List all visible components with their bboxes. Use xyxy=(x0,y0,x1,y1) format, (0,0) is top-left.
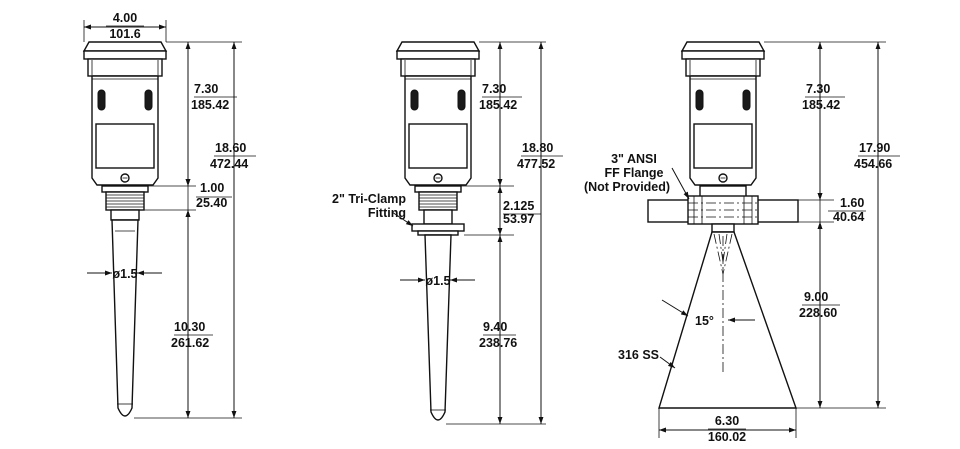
process-nut xyxy=(101,185,149,193)
tri-clamp-label-line2: Fitting xyxy=(368,206,406,220)
flange-bolts xyxy=(687,195,759,225)
housing-cap xyxy=(680,41,766,52)
head-height-mm: 185.42 xyxy=(479,98,517,112)
housing-cap-band xyxy=(83,50,167,60)
flange-height-mm: 40.64 xyxy=(833,210,864,224)
total-height-in: 18.80 xyxy=(522,141,553,155)
horn-antenna xyxy=(658,231,797,409)
total-height-in: 18.60 xyxy=(215,141,246,155)
label-window xyxy=(408,123,468,169)
rod-length-in: 9.40 xyxy=(483,320,507,334)
thread-lines xyxy=(419,194,457,208)
flange-label-line1: 3" ANSI xyxy=(611,152,657,166)
housing-collar xyxy=(87,58,163,77)
label-window xyxy=(693,123,753,169)
view-threaded: 4.00 101.6 7.30 185.42 1.00 25.40 10.30 … xyxy=(82,11,256,419)
total-height-in: 17.90 xyxy=(859,141,890,155)
flange-height-in: 1.60 xyxy=(840,196,864,210)
top-width-in: 4.00 xyxy=(113,11,137,25)
slot-right xyxy=(144,89,153,111)
total-height-mm: 472.44 xyxy=(210,157,248,171)
rod-length-in: 10.30 xyxy=(174,320,205,334)
thread-lines xyxy=(106,194,144,208)
horn-height-in: 9.00 xyxy=(804,290,828,304)
material-label: 316 SS xyxy=(618,348,659,362)
horn-diameter-in: 6.30 xyxy=(715,414,739,428)
housing-cap xyxy=(82,41,168,52)
head-height-mm: 185.42 xyxy=(191,98,229,112)
head-height-mm: 185.42 xyxy=(802,98,840,112)
tri-clamp-label-line1: 2" Tri-Clamp xyxy=(332,192,406,206)
slot-right xyxy=(457,89,466,111)
rod-diameter: ø1.5 xyxy=(112,267,137,281)
rod-length-mm: 238.76 xyxy=(479,336,517,350)
head-height-in: 7.30 xyxy=(194,82,218,96)
head-height-in: 7.30 xyxy=(806,82,830,96)
antenna-rod xyxy=(111,219,139,417)
clamp-height-in: 2.125 xyxy=(503,199,534,213)
total-height-mm: 454.66 xyxy=(854,157,892,171)
top-width-mm: 101.6 xyxy=(109,27,140,41)
slot-left xyxy=(97,89,106,111)
total-height-mm: 477.52 xyxy=(517,157,555,171)
slot-right xyxy=(742,89,751,111)
slot-left xyxy=(410,89,419,111)
horn-height-mm: 228.60 xyxy=(799,306,837,320)
label-window xyxy=(95,123,155,169)
antenna-rod xyxy=(424,234,452,421)
beam-angle: 15° xyxy=(695,314,714,328)
view-horn-flange: 15° 316 SS 3" ANSI FF Flange (Not Provid… xyxy=(584,41,900,444)
view-tri-clamp: 7.30 185.42 2.125 53.97 9.40 238.76 18.8… xyxy=(332,41,563,425)
thread-height-mm: 25.40 xyxy=(196,196,227,210)
housing-cap xyxy=(395,41,481,52)
head-height-in: 7.30 xyxy=(482,82,506,96)
thread-height-in: 1.00 xyxy=(200,181,224,195)
tri-clamp-flange xyxy=(411,223,465,232)
horn-diameter-mm: 160.02 xyxy=(708,430,746,444)
flange-label-line2: FF Flange xyxy=(604,166,663,180)
rod-length-mm: 261.62 xyxy=(171,336,209,350)
flange-label-line3: (Not Provided) xyxy=(584,180,670,194)
slot-left xyxy=(695,89,704,111)
rod-diameter: ø1.5 xyxy=(425,274,450,288)
clamp-height-mm: 53.97 xyxy=(503,212,534,226)
